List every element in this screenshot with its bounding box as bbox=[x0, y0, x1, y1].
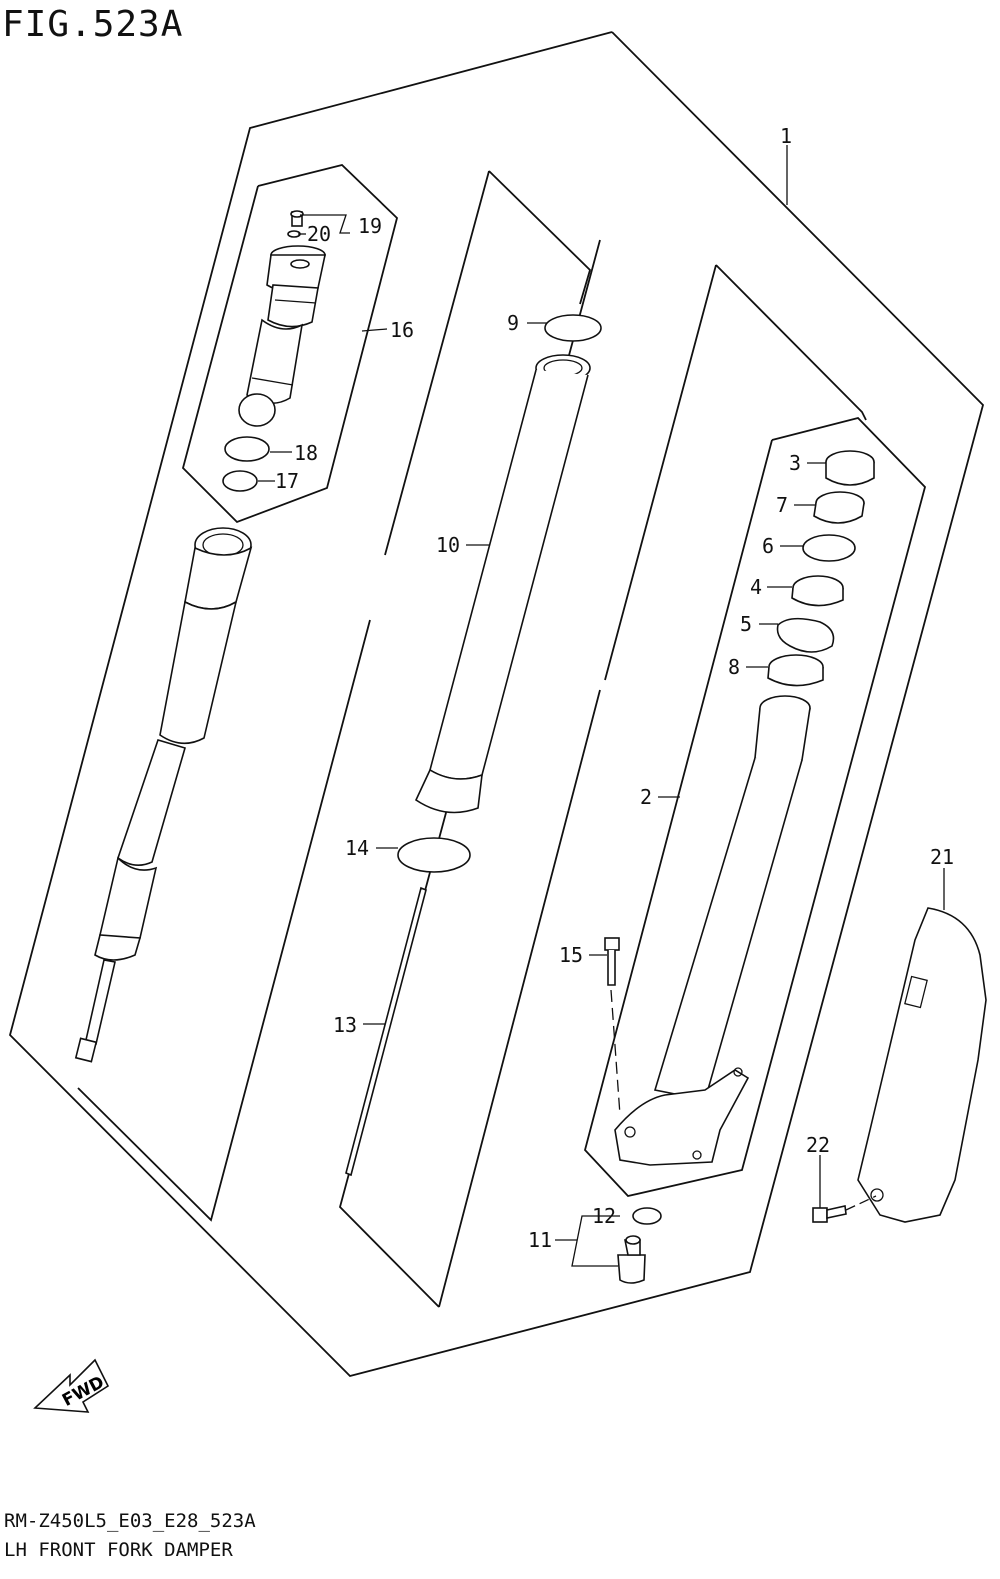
callout-18: 18 bbox=[294, 441, 318, 465]
o-ring-18-icon bbox=[224, 436, 270, 462]
callout-16: 16 bbox=[390, 318, 414, 342]
inner-tube-10-icon bbox=[414, 354, 591, 814]
callout-4: 4 bbox=[750, 575, 762, 599]
outer-tube-group-outline bbox=[584, 416, 927, 1197]
bolt-22-icon bbox=[812, 1205, 847, 1223]
group-2-outline bbox=[715, 264, 867, 421]
callout-1: 1 bbox=[780, 124, 792, 148]
callout-5: 5 bbox=[740, 612, 752, 636]
callout-3: 3 bbox=[789, 451, 801, 475]
rod-13-icon bbox=[345, 886, 427, 1177]
outer-tube-2-icon bbox=[614, 695, 811, 1166]
callout-6: 6 bbox=[762, 534, 774, 558]
callout-13: 13 bbox=[333, 1013, 357, 1037]
o-ring-14-icon bbox=[397, 837, 471, 873]
dust-seal-8-icon bbox=[767, 654, 824, 687]
washer-6-icon bbox=[802, 534, 856, 562]
group-16-outline bbox=[181, 164, 399, 524]
fwd-arrow-icon: FWD bbox=[33, 1358, 110, 1413]
o-ring-17-icon bbox=[222, 470, 258, 492]
callout-22: 22 bbox=[806, 1133, 830, 1157]
assembly-1-outline bbox=[8, 31, 985, 1378]
figure-name: LH FRONT FORK DAMPER bbox=[4, 1539, 233, 1561]
callout-12: 12 bbox=[592, 1204, 616, 1228]
callout-2: 2 bbox=[640, 785, 652, 809]
drain-bolt-11-icon bbox=[617, 1235, 646, 1284]
oil-seal-4-icon bbox=[791, 575, 844, 607]
callout-19: 19 bbox=[358, 214, 382, 238]
bushing-3-icon bbox=[825, 450, 875, 486]
figure-title: FIG.523A bbox=[2, 4, 184, 45]
bushing-7-icon bbox=[813, 491, 865, 524]
o-ring-12-icon bbox=[632, 1207, 662, 1225]
callout-11: 11 bbox=[528, 1228, 552, 1252]
stopper-ring-5-icon bbox=[776, 617, 835, 653]
figure-model-code: RM-Z450L5_E03_E28_523A bbox=[4, 1510, 256, 1532]
callout-7: 7 bbox=[776, 493, 788, 517]
exploded-parts-diagram: FWD 1 2 3 4 5 6 7 8 9 10 11 12 13 14 15 … bbox=[8, 31, 987, 1413]
tube-10-outline bbox=[488, 170, 592, 305]
callout-8: 8 bbox=[728, 655, 740, 679]
bolt-19-icon bbox=[290, 210, 304, 227]
callout-21: 21 bbox=[930, 845, 954, 869]
base-valve-16-icon bbox=[238, 245, 326, 427]
callout-17: 17 bbox=[275, 469, 299, 493]
damper-cartridge-icon bbox=[74, 527, 253, 1063]
callout-15: 15 bbox=[559, 943, 583, 967]
damper-cartridge-outline bbox=[77, 619, 371, 1222]
bolt-15-icon bbox=[604, 937, 620, 986]
fork-guard-21-icon bbox=[857, 907, 987, 1223]
o-ring-9-icon bbox=[544, 314, 602, 342]
callout-20: 20 bbox=[307, 222, 331, 246]
callout-14: 14 bbox=[345, 836, 369, 860]
callout-10: 10 bbox=[436, 533, 460, 557]
callout-9: 9 bbox=[507, 311, 519, 335]
